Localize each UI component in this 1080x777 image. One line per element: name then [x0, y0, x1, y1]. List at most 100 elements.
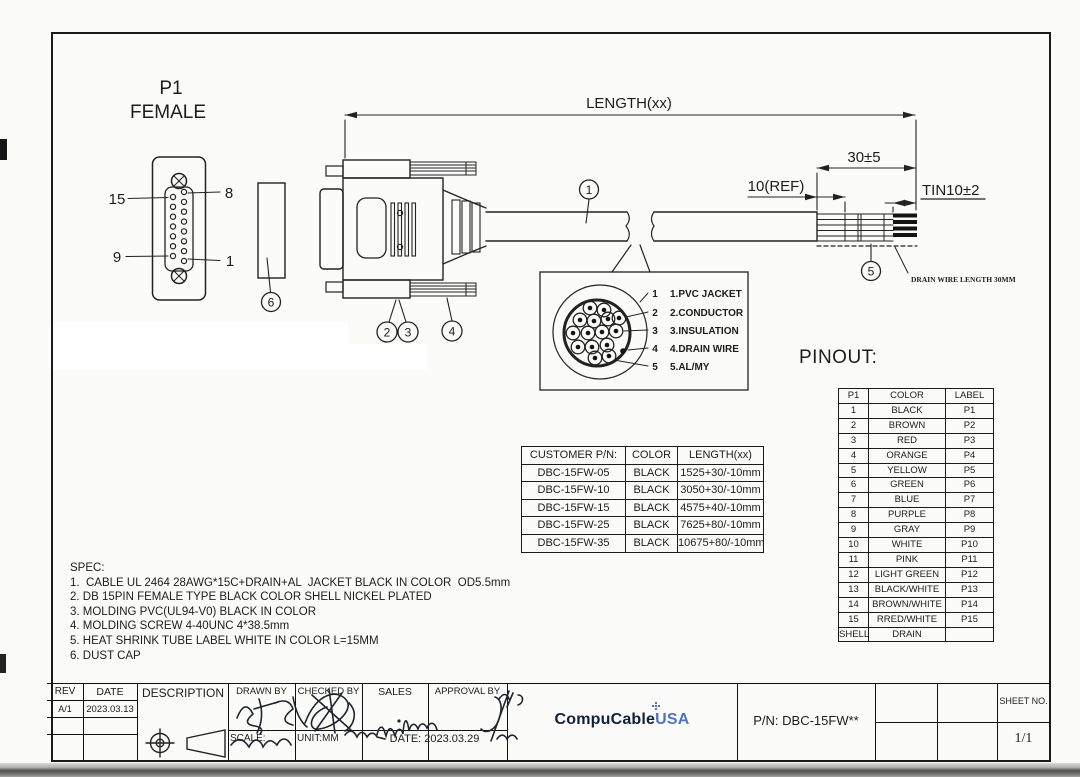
date-value: 2023.03.13	[86, 704, 134, 715]
drawing-labels: P1 FEMALE 15 9 8 1 LENGTH(xx) 30±5 10(RE…	[109, 78, 1016, 373]
balloon-4-label: 4	[449, 325, 456, 339]
cs-label-3: 3.INSULATION	[670, 326, 739, 337]
scan-white-patch	[53, 322, 348, 346]
tinned-wire-ends	[893, 213, 917, 237]
grid-line	[47, 700, 137, 701]
grid-line	[47, 717, 137, 718]
connector-title-line1: P1	[159, 78, 182, 99]
scale-label: SCALE:	[230, 733, 266, 744]
date2-label: DATE:	[389, 733, 422, 745]
approval-by-header: APPROVAL BY	[434, 686, 501, 697]
logo-text-primary: CompuCable	[554, 711, 656, 728]
grid-line	[737, 683, 738, 760]
table-header-row: CUSTOMER P/N: COLOR LENGTH(xx)	[521, 446, 764, 465]
cs-num-2: 2	[652, 308, 658, 319]
spec-item: 5. HEAT SHRINK TUBE LABEL WHITE IN COLOR…	[70, 634, 379, 647]
logo-cross-icon	[655, 705, 658, 707]
checked-by-header: CHECKED BY	[297, 686, 360, 697]
grid-line	[937, 683, 938, 760]
grid-line	[228, 683, 229, 760]
balloon-6-label: 6	[268, 296, 275, 310]
drawn-by-header: DRAWN BY	[236, 686, 287, 697]
col-header-color: COLOR	[868, 388, 946, 404]
drawn-by-signature	[230, 696, 308, 749]
db15-face-view	[125, 156, 221, 301]
date-of-drawing: DATE: 2023.03.29	[362, 733, 507, 745]
cs-num-3: 3	[652, 326, 658, 337]
cable	[485, 211, 918, 247]
col-header-color: COLOR	[625, 446, 678, 465]
col-header-p1: P1	[838, 388, 869, 404]
dust-cap	[257, 182, 286, 313]
cs-num-1: 1	[652, 289, 658, 300]
title-block: REV DATE DESCRIPTION DRAWN BY CHECKED BY…	[47, 683, 1050, 761]
cs-num-5: 5	[652, 362, 658, 373]
connector-title-line2: FEMALE	[130, 102, 206, 123]
cs-label-4: 4.DRAIN WIRE	[670, 344, 739, 355]
scan-bottom-shadow	[0, 763, 1080, 777]
balloon-3-label: 3	[405, 326, 412, 340]
grid-line	[507, 683, 508, 760]
col-header-customer-pn: CUSTOMER P/N:	[521, 446, 626, 465]
balloon-5-label: 5	[868, 265, 875, 279]
rev-header: REV	[54, 686, 76, 697]
sheet-no-label: SHEET NO.	[999, 696, 1048, 706]
pin-label-9: 9	[113, 249, 121, 266]
dim-length-label: LENGTH(xx)	[586, 95, 672, 112]
balloon-2-label: 2	[384, 326, 391, 340]
grid-line	[295, 683, 296, 760]
grid-line	[362, 683, 363, 760]
cs-label-5: 5.AL/MY	[670, 362, 710, 373]
spec-item: 6. DUST CAP	[70, 649, 141, 662]
title-block-top-line	[47, 683, 1050, 684]
drain-note: DRAIN WIRE LENGTH 30MM	[911, 275, 1016, 284]
table-header-row: P1 COLOR LABEL	[838, 388, 994, 404]
scan-edge-mark	[0, 139, 7, 160]
part-number: P/N: DBC-15FW**	[753, 713, 859, 728]
db15-side-view	[319, 159, 487, 343]
checked-by-signature	[304, 688, 386, 740]
col-header-label: LABEL	[945, 388, 994, 404]
grid-line	[875, 722, 1050, 723]
sheet-border	[51, 32, 1051, 762]
spec-section: SPEC: 1. CABLE UL 2464 28AWG*15C+DRAIN+A…	[70, 561, 510, 663]
cable-cross-section	[539, 244, 749, 391]
dim-tin-label: TIN10±2	[922, 182, 979, 199]
description-header: DESCRIPTION	[141, 686, 224, 700]
date-header: DATE	[96, 686, 124, 698]
signatures-overlay	[145, 688, 524, 758]
drain-wire-dot	[620, 348, 626, 354]
dim-strip-label: 30±5	[847, 149, 880, 166]
grid-line	[997, 683, 998, 760]
grid-line	[137, 683, 138, 760]
cs-label-1: 1.PVC JACKET	[670, 289, 742, 300]
pin-label-15: 15	[109, 191, 126, 208]
grid-line	[83, 683, 84, 760]
spec-title: SPEC:	[70, 562, 105, 574]
approval-signature	[480, 690, 524, 742]
spec-item: 4. MOLDING SCREW 4-40UNC 4*38.5mm	[70, 620, 290, 633]
spec-item: 2. DB 15PIN FEMALE TYPE BLACK COLOR SHEL…	[70, 591, 432, 604]
pin-label-8: 8	[225, 185, 233, 202]
